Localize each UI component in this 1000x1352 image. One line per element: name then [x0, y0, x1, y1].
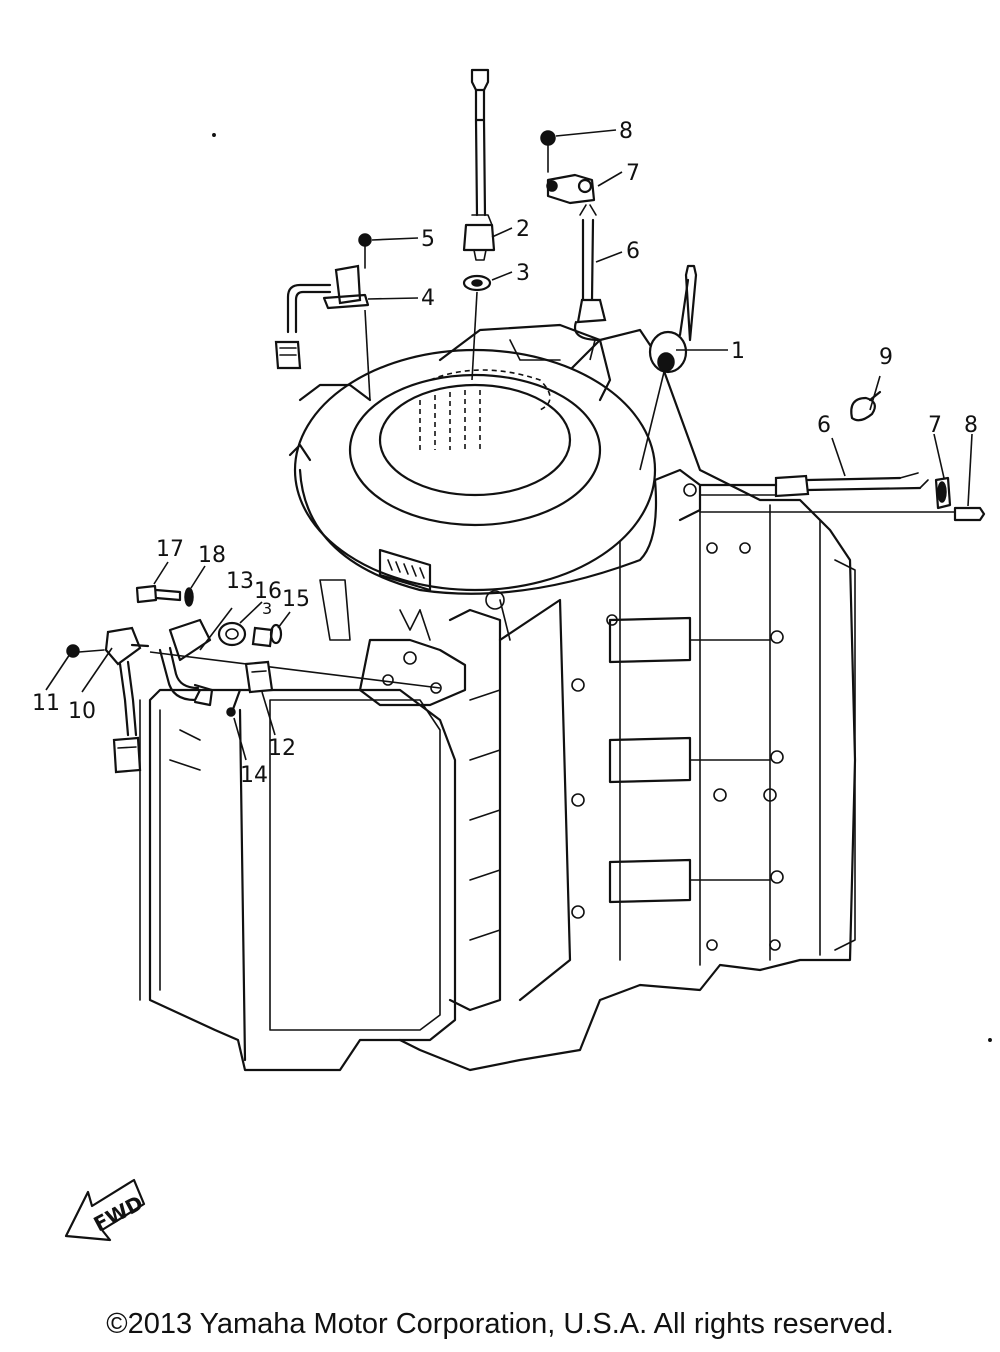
callout-leaders	[45, 129, 973, 761]
callout-4: 4	[421, 286, 435, 311]
callout-12: 12	[268, 736, 296, 761]
callout-7-right: 7	[928, 413, 942, 438]
engine-block	[139, 323, 857, 1072]
callout-18: 18	[198, 543, 226, 568]
callout-labels: 1 2 3 4 5 6 7 8 9 6 7 8 10 11 12 13 14 1…	[32, 119, 978, 788]
part-7-clamp-right	[934, 476, 952, 510]
part-8-screw-right	[699, 506, 986, 522]
callout-14: 14	[240, 763, 268, 788]
callout-10: 10	[68, 699, 96, 724]
callout-5: 5	[421, 227, 435, 252]
callout-15: 15	[282, 587, 310, 612]
callout-7-top: 7	[626, 161, 640, 186]
part-6-sensor-top	[573, 204, 607, 361]
callout-1: 1	[731, 339, 745, 364]
part-9-clip	[850, 390, 882, 422]
callout-2: 2	[516, 217, 530, 242]
fwd-label: FWD	[90, 1191, 147, 1237]
callout-8-top: 8	[619, 119, 633, 144]
callout-16: 16	[254, 579, 282, 604]
part-5-screw	[358, 233, 372, 269]
part-12-clamp	[244, 660, 274, 694]
part-17-bolt	[135, 584, 182, 604]
part-6-sensor-right	[698, 472, 929, 498]
part-15-collar	[251, 623, 283, 648]
copyright-notice: ©2013 Yamaha Motor Corporation, U.S.A. A…	[106, 1308, 894, 1340]
part-1-sensor	[639, 264, 698, 471]
part-7-clamp-top	[546, 173, 596, 205]
callout-3-small: 3	[262, 599, 272, 618]
callout-17: 17	[156, 537, 184, 562]
callout-6-right: 6	[817, 413, 831, 438]
callout-8-right: 8	[964, 413, 978, 438]
part-4-bracket	[274, 264, 371, 401]
part-11-screw	[66, 644, 105, 658]
part-13-bracket	[149, 618, 441, 707]
callout-11: 11	[32, 691, 60, 716]
part-14-screw	[226, 688, 242, 717]
part-16-bushing	[217, 621, 247, 647]
part-3-washer	[462, 274, 492, 381]
part-18-washer	[184, 587, 194, 607]
part-8-screw-top	[540, 130, 556, 173]
fwd-arrow-icon: FWD	[64, 1178, 147, 1242]
callout-3: 3	[516, 261, 530, 286]
part-2-sensor	[462, 68, 496, 261]
callout-13: 13	[226, 569, 254, 594]
part-10-sensor	[104, 626, 150, 774]
callout-6-top: 6	[626, 239, 640, 264]
callout-9: 9	[879, 345, 893, 370]
